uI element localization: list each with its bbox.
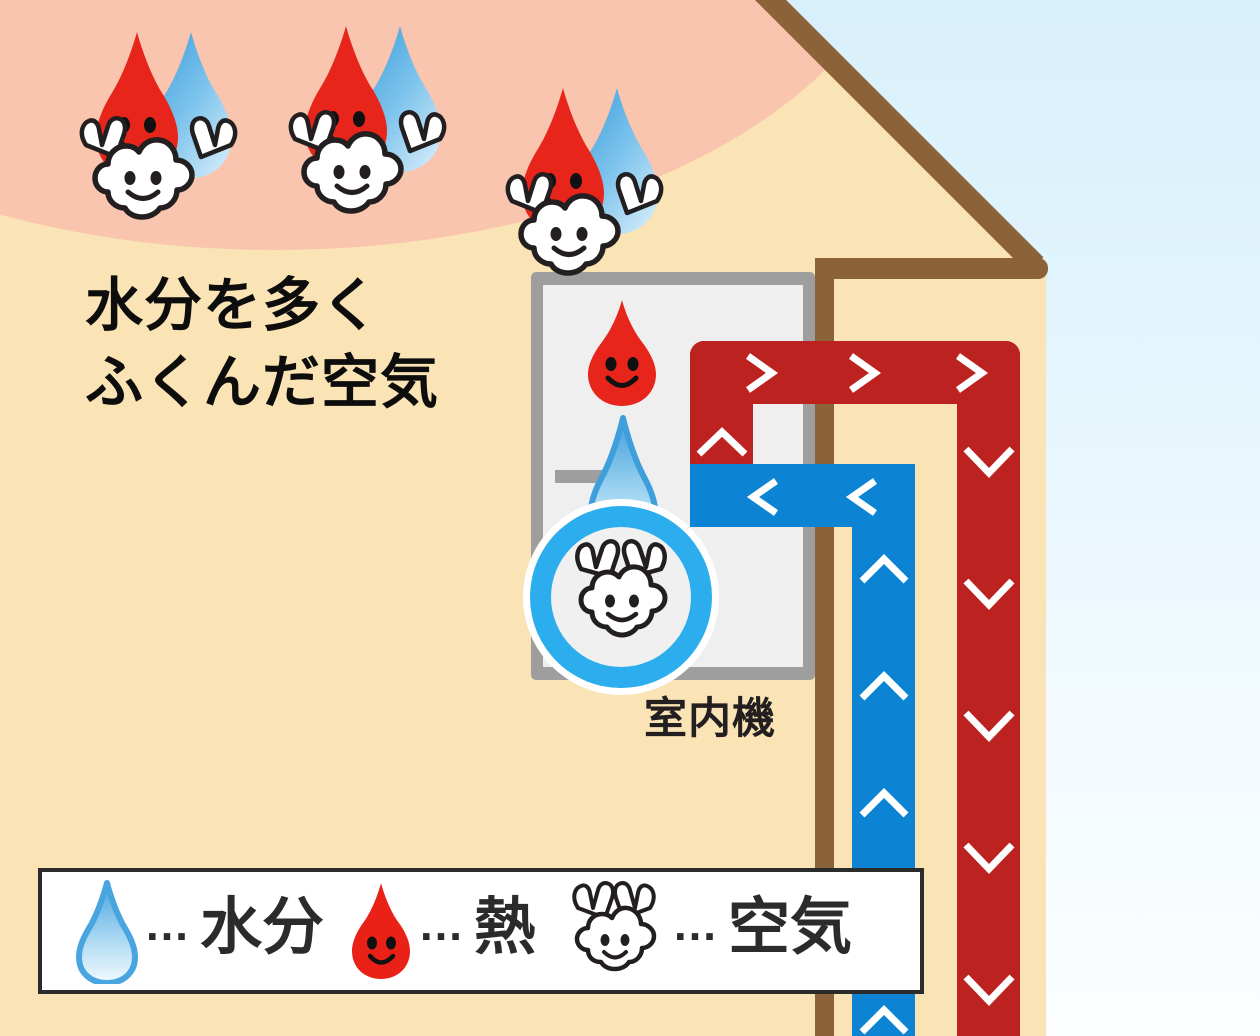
chevron-down-icon [962, 443, 1016, 481]
chevron-down-icon [962, 839, 1016, 877]
chevron-down-icon [962, 575, 1016, 613]
legend-box: … 水分 … 熱 [38, 868, 924, 994]
legend-label-heat: 熱 [474, 893, 537, 962]
chevron-right-icon [845, 352, 885, 394]
legend-item-air: … 空気 [562, 876, 852, 986]
chevron-right-icon [952, 352, 992, 394]
chevron-down-icon [962, 971, 1016, 1009]
legend-dots: … [418, 898, 469, 950]
water-drop-icon [76, 879, 138, 984]
legend-label-air: 空気 [728, 893, 853, 962]
title-line-2: ふくんだ空気 [85, 349, 440, 415]
legend-item-heat: … 熱 [350, 881, 536, 981]
chevron-down-icon [962, 707, 1016, 745]
roof-eave-line [818, 258, 1048, 279]
exterior-wall-line [815, 258, 834, 1036]
cloud-with-heat-and-water-2 [277, 14, 473, 229]
chevron-right-icon [742, 352, 782, 394]
cloud-glyph [575, 539, 668, 638]
pipe-hot-vertical [957, 341, 1020, 1036]
chevron-up-icon [694, 424, 750, 460]
cloud-with-heat-and-water-1 [68, 20, 264, 235]
chevron-up-icon [858, 1002, 910, 1036]
chevron-left-icon [744, 477, 784, 517]
legend-dots: … [144, 898, 194, 950]
chevron-up-icon [858, 785, 910, 821]
air-cloud-badge [518, 497, 724, 702]
legend-label-moisture: 水分 [200, 893, 325, 962]
page-title: 水分を多く ふくんだ空気 [85, 268, 439, 421]
chevron-left-icon [843, 477, 883, 517]
air-cloud-icon [572, 881, 657, 972]
chevron-up-icon [858, 551, 910, 587]
legend-item-moisture: … 水分 [76, 879, 324, 984]
heat-drop-icon [352, 883, 411, 979]
cloud-with-heat-and-water-3 [494, 76, 690, 291]
legend-row: … 水分 … 熱 [42, 876, 852, 986]
indoor-unit-label: 室内機 [644, 695, 776, 743]
title-line-1: 水分を多く [85, 273, 381, 338]
heat-drop-icon [586, 298, 658, 413]
chevron-up-icon [858, 668, 910, 704]
legend-dots: … [672, 898, 723, 950]
